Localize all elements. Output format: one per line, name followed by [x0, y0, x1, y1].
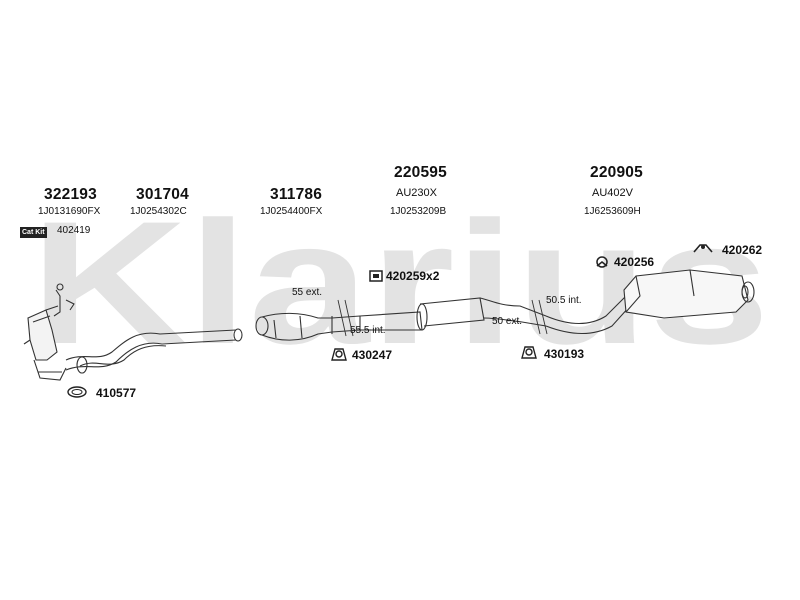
rubber-mount-icon: [521, 346, 537, 359]
part-number-1[interactable]: 322193: [44, 186, 97, 203]
front-pipe-drawing: [65, 328, 243, 374]
rubber-mount-icon: [331, 348, 347, 361]
fitting-label-4[interactable]: 430247: [352, 348, 393, 362]
part-code-5: AU402V: [592, 187, 633, 199]
part-number-2[interactable]: 301704: [136, 186, 189, 203]
dimension-label-2: 55.5 int.: [350, 325, 386, 336]
front-catalyst-drawing: [23, 283, 75, 381]
oem-number-1: 1J0131690FX: [38, 206, 101, 217]
oem-number-2: 1J0254302C: [130, 206, 187, 217]
fitting-label-5[interactable]: 430193: [544, 347, 585, 361]
cat-kit-number[interactable]: 402419: [57, 225, 91, 236]
oem-number-5: 1J6253609H: [584, 206, 641, 217]
fitting-label-6[interactable]: 410577: [96, 386, 137, 400]
part-code-4: AU230X: [396, 187, 437, 199]
front-silencer-drawing: [359, 297, 547, 331]
gasket-ring-icon: [67, 386, 87, 398]
part-number-3[interactable]: 311786: [270, 186, 323, 203]
dimension-label-4: 50 ext.: [492, 316, 523, 327]
bracket-icon: [596, 256, 608, 268]
oem-number-4: 1J0253209B: [390, 206, 447, 217]
part-number-5[interactable]: 220905: [590, 164, 643, 181]
hanger-icon: [693, 244, 713, 253]
fitting-label-1[interactable]: 420259x2: [386, 269, 440, 283]
oem-number-3: 1J0254400FX: [260, 206, 323, 217]
rear-silencer-drawing: [623, 269, 755, 319]
part-number-4[interactable]: 220595: [394, 164, 447, 181]
cat-kit-badge: Cat Kit: [20, 227, 47, 238]
middle-catalyst-drawing: [255, 312, 333, 341]
clamp-icon: [369, 270, 383, 282]
fitting-label-2[interactable]: 420256: [614, 255, 655, 269]
dimension-label-1: 55 ext.: [292, 287, 323, 298]
fitting-label-3[interactable]: 420262: [722, 243, 763, 257]
dimension-label-3: 50.5 int.: [546, 295, 582, 306]
